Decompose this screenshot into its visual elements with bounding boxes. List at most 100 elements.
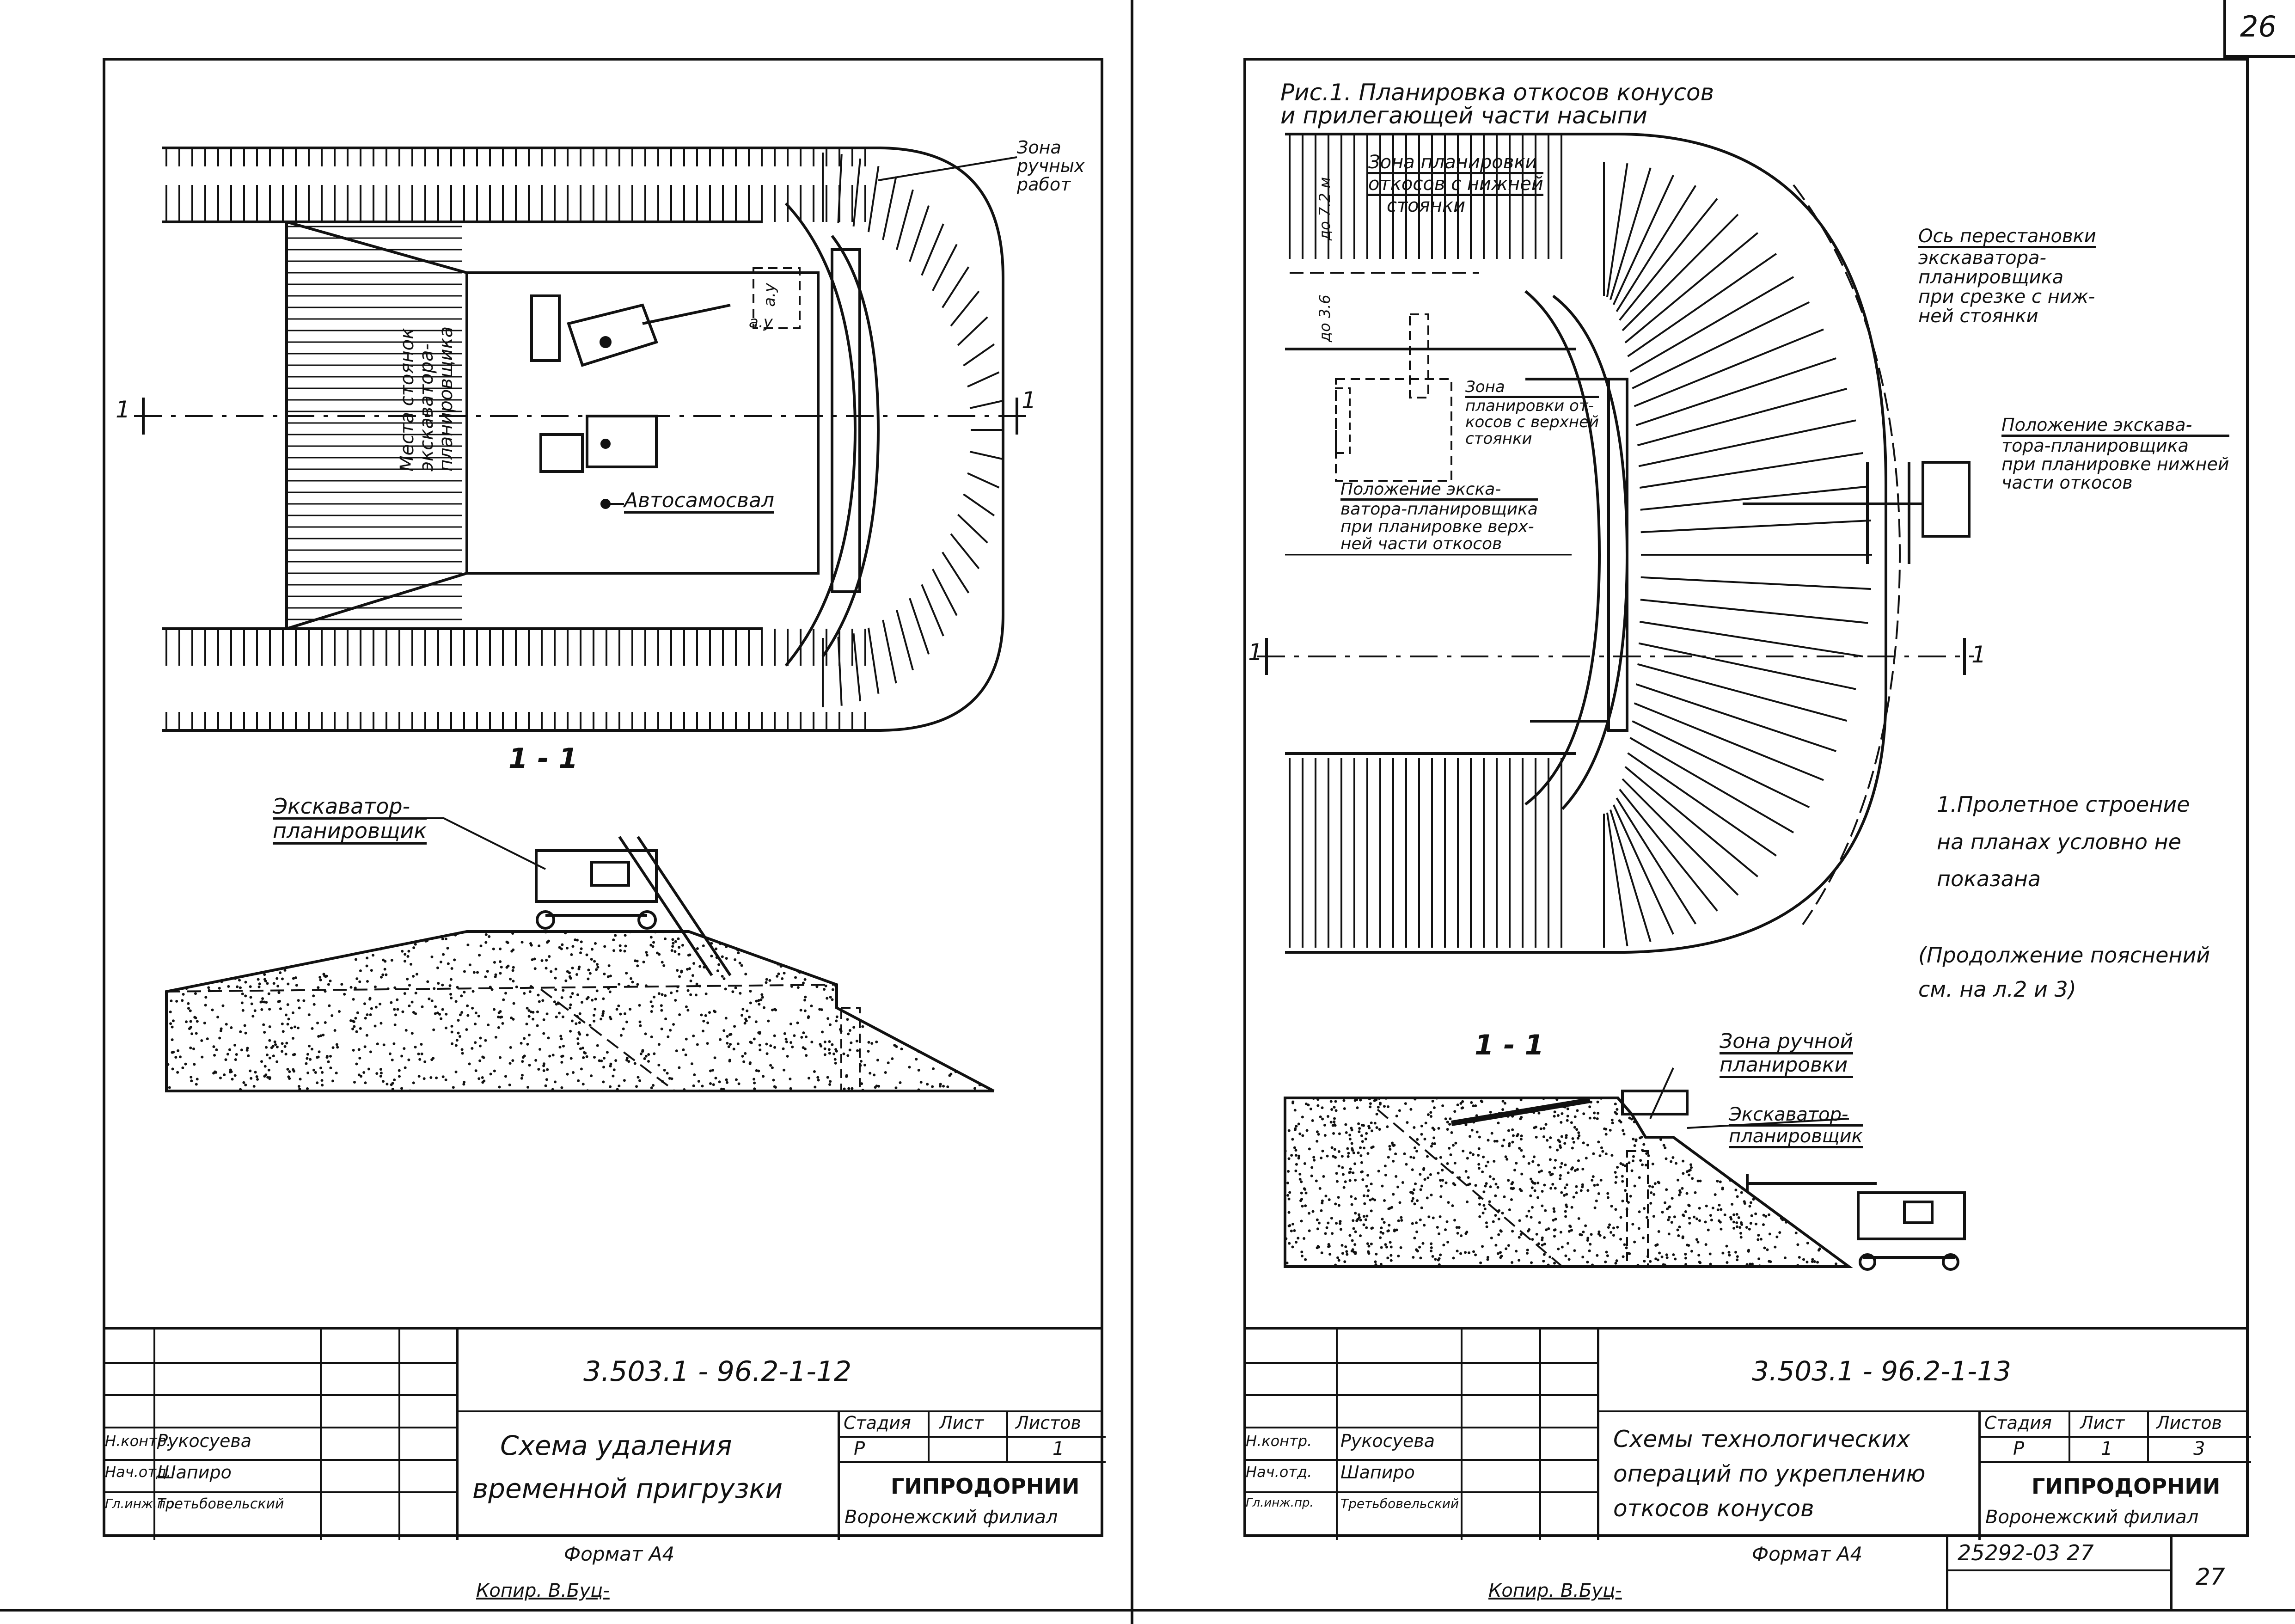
left-stamp-grid bbox=[103, 1330, 459, 1540]
pos-upper-line-1: Положение экска- bbox=[1340, 481, 1538, 501]
pos-lower-line-1: Положение экскава- bbox=[2001, 416, 2229, 437]
left-stage-value: Р bbox=[854, 1438, 865, 1459]
pos-upper-line-3: при планировке верх- bbox=[1340, 517, 1534, 536]
right-sheets-header: Листов bbox=[2156, 1413, 2222, 1433]
dim-7-2-label: до 7.2 м bbox=[1316, 177, 1334, 240]
right-org: ГИПРОДОРНИИ bbox=[2032, 1474, 2221, 1499]
right-stage-value: Р bbox=[2013, 1438, 2025, 1459]
left-stamp-title: Схема удаления временной пригрузки bbox=[472, 1424, 783, 1510]
zmp-line-2: планировки bbox=[1720, 1054, 1854, 1079]
zone-lower-line-2: откосов с нижней bbox=[1368, 174, 1543, 196]
right-title-line-2: операций по укреплению bbox=[1613, 1460, 1926, 1487]
right-title-line-1: Схемы технологических bbox=[1613, 1426, 1910, 1452]
pos-lower-line-2: тора-планировщика bbox=[2001, 435, 2189, 456]
right-exc-line-2: планировщик bbox=[1729, 1127, 1863, 1148]
note-line-2: на планах условно не bbox=[1937, 829, 2182, 854]
zone-lower-line-1: Зона планировки bbox=[1368, 153, 1543, 174]
dump-truck-label: Автосамосвал bbox=[624, 490, 775, 514]
right-stamp: Н.контр. Нач.отд. Гл.инж.пр. Рукосуева Ш… bbox=[1243, 1327, 2251, 1540]
dim-a2-label: a.y bbox=[749, 313, 773, 331]
zone-lower-label: Зона планировки откосов с нижней стоянки bbox=[1368, 153, 1543, 215]
page-number-box: 26 bbox=[2223, 0, 2295, 58]
section-mark-left-r: 1 bbox=[1248, 639, 1263, 666]
right-role-1: Н.контр. bbox=[1246, 1432, 1312, 1450]
zone-upper-line-3: косов с верхней bbox=[1465, 413, 1599, 432]
left-role-3: Гл.инж.пр. bbox=[105, 1496, 178, 1511]
right-drawing-frame bbox=[1243, 58, 2249, 1537]
zmp-line-1: Зона ручной bbox=[1720, 1030, 1854, 1055]
zone-manual-line-2: ручных bbox=[1017, 155, 1085, 176]
left-section-title: 1 - 1 bbox=[508, 742, 578, 775]
left-name-3: Третьбовельский bbox=[157, 1496, 284, 1512]
section-mark-left-l: 1 bbox=[116, 396, 130, 423]
axis-move-label: Ось перестановки экскаватора- планировщи… bbox=[1918, 227, 2096, 326]
left-title-line-1: Схема удаления bbox=[500, 1430, 732, 1461]
right-sheet-value: 1 bbox=[2101, 1438, 2113, 1459]
zone-upper-line-1: Зона bbox=[1465, 379, 1599, 398]
axis-line-1: Ось перестановки bbox=[1918, 227, 2096, 248]
right-role-2: Нач.отд. bbox=[1246, 1463, 1312, 1481]
left-exc-line-2: планировщик bbox=[273, 820, 427, 845]
right-sheets-value: 3 bbox=[2193, 1438, 2205, 1459]
right-title-line-3: откосов конусов bbox=[1613, 1495, 1814, 1522]
section-mark-right-l: 1 bbox=[1022, 387, 1036, 414]
left-drawing-frame bbox=[103, 58, 1103, 1537]
left-name-1: Рукосуева bbox=[157, 1431, 252, 1451]
page-number-bottom: 27 bbox=[2196, 1563, 2225, 1590]
left-sheet-border bbox=[0, 0, 1133, 1624]
right-copy: Копир. В.Буц- bbox=[1488, 1580, 1622, 1601]
right-stamp-title: Схемы технологических операций по укрепл… bbox=[1613, 1422, 1926, 1526]
axis-line-2: экскаватора- bbox=[1918, 247, 2046, 269]
section-mark-right-r: 1 bbox=[1971, 641, 1986, 668]
right-role-3: Гл.инж.пр. bbox=[1246, 1496, 1314, 1510]
zone-lower-line-3: стоянки bbox=[1387, 195, 1466, 216]
right-name-3: Третьбовельский bbox=[1340, 1496, 1459, 1511]
note-label: 1.Пролетное строение на планах условно н… bbox=[1937, 786, 2190, 898]
zone-upper-line-2: планировки от- bbox=[1465, 396, 1594, 415]
continuation-label: (Продолжение пояснений см. на л.2 и 3) bbox=[1918, 938, 2210, 1006]
left-stage-header: Стадия bbox=[844, 1413, 911, 1433]
left-org: ГИПРОДОРНИИ bbox=[891, 1474, 1080, 1499]
figure-title-line-1: Рис.1. Планировка откосов конусов bbox=[1280, 79, 1714, 106]
left-copy: Копир. В.Буц- bbox=[476, 1580, 610, 1601]
note-line-1: 1.Пролетное строение bbox=[1937, 792, 2190, 817]
cont-line-1: (Продолжение пояснений bbox=[1918, 943, 2210, 968]
pos-lower-line-3: при планировке нижней bbox=[2001, 453, 2229, 474]
right-stage-header: Стадия bbox=[1984, 1413, 2052, 1433]
archive-number: 25292-03 27 bbox=[1958, 1540, 2094, 1565]
right-section-title: 1 - 1 bbox=[1475, 1029, 1544, 1061]
pos-upper-line-2: ватора-планировщика bbox=[1340, 499, 1538, 519]
right-format: Формат А4 bbox=[1752, 1543, 1863, 1565]
page-number-top: 26 bbox=[2240, 10, 2277, 43]
right-stamp-code: 3.503.1 - 96.2-1-13 bbox=[1752, 1355, 2011, 1387]
zone-manual-line-3: работ bbox=[1017, 174, 1071, 195]
right-exc-line-1: Экскаватор- bbox=[1729, 1105, 1863, 1127]
position-upper-label: Положение экска- ватора-планировщика при… bbox=[1340, 481, 1538, 553]
left-role-1: Н.контр. bbox=[105, 1432, 171, 1450]
dim-3-6-label: до 3.6 bbox=[1316, 294, 1334, 342]
left-stamp: Н.контр. Нач.отд. Гл.инж.пр. Рукосуева Ш… bbox=[103, 1327, 1106, 1540]
right-name-2: Шапиро bbox=[1340, 1462, 1415, 1483]
left-format: Формат А4 bbox=[564, 1543, 675, 1565]
left-sheets-value: 1 bbox=[1053, 1438, 1065, 1459]
cont-line-2: см. на л.2 и 3) bbox=[1918, 976, 2076, 1002]
right-branch: Воронежский филиал bbox=[1985, 1507, 2199, 1528]
left-stamp-code: 3.503.1 - 96.2-1-12 bbox=[583, 1355, 852, 1388]
pos-lower-line-4: части откосов bbox=[2001, 472, 2133, 493]
left-branch: Воронежский филиал bbox=[845, 1507, 1058, 1528]
right-sheet-header: Лист bbox=[2080, 1413, 2125, 1433]
right-excavator-label: Экскаватор- планировщик bbox=[1729, 1105, 1863, 1148]
zone-manual-line-1: Зона bbox=[1017, 137, 1061, 158]
left-sheet-header: Лист bbox=[939, 1413, 984, 1433]
right-name-1: Рукосуева bbox=[1340, 1431, 1435, 1451]
left-exc-line-1: Экскаватор- bbox=[273, 795, 427, 820]
zone-manual-label: Зона ручных работ bbox=[1017, 137, 1085, 195]
archive-box: 25292-03 27 27 bbox=[1946, 1537, 2249, 1609]
axis-line-5: ней стоянки bbox=[1918, 306, 2038, 327]
figure-title: Рис.1. Планировка откосов конусов и прил… bbox=[1280, 81, 1714, 127]
left-role-2: Нач.отд. bbox=[105, 1463, 171, 1481]
